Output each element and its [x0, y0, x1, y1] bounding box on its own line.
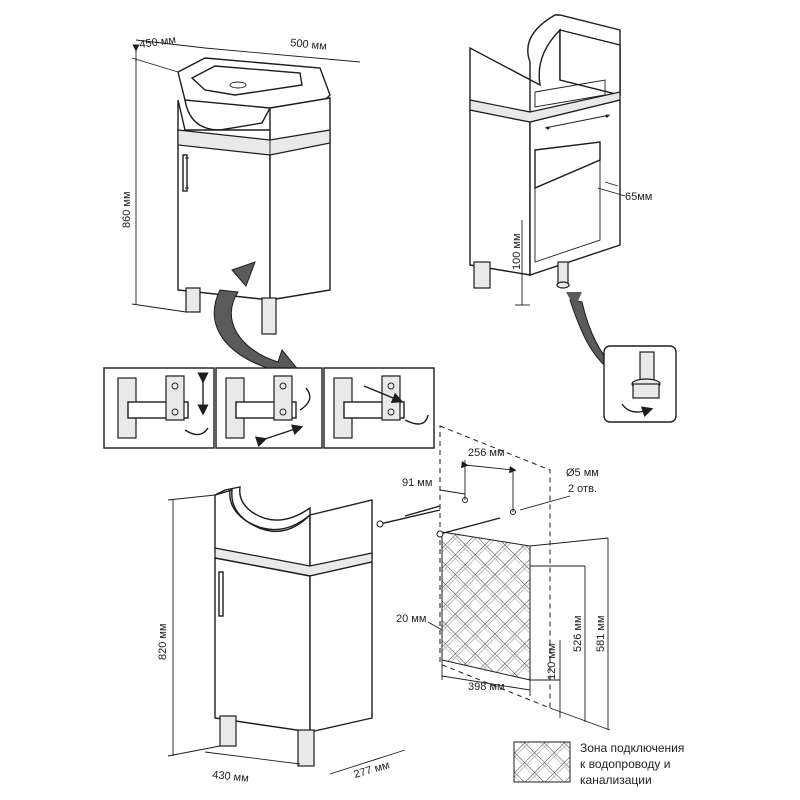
cabinet-with-sink-view — [131, 39, 361, 335]
frame-offset-label: 65мм — [625, 191, 652, 203]
legend-hatch-swatch — [513, 741, 571, 783]
legend-text-line-3: канализации — [580, 773, 652, 787]
top-cabinet-height-label: 860 мм — [121, 191, 133, 228]
zone-bottom-height-label: 120 мм — [546, 643, 558, 680]
bottom-cabinet-view — [167, 486, 406, 775]
hinge-step-1 — [103, 367, 215, 449]
bottom-cabinet-depth-label: 277 мм — [353, 759, 391, 781]
legend-text-line-2: к водопроводу и — [580, 757, 670, 771]
left-offset-label: 91 мм — [402, 477, 432, 489]
leg-detail-inset — [603, 345, 677, 423]
hinge-step-2 — [215, 367, 323, 449]
holes-height-label: 581 мм — [595, 615, 607, 652]
bottom-cabinet-height-label: 820 мм — [157, 623, 169, 660]
hole-count-label: 2 отв. — [568, 483, 597, 495]
hinge-step-3 — [323, 367, 435, 449]
legend: Зона подключения к водопроводу и канализ… — [513, 741, 684, 787]
legend-text-line-1: Зона подключения — [580, 741, 684, 755]
bottom-cabinet-width-label: 430 мм — [212, 769, 250, 785]
frame-view — [469, 14, 626, 306]
connection-zone-hatch — [441, 531, 531, 681]
top-cabinet-depth-label: 450 мм — [139, 34, 177, 51]
top-cabinet-width-label: 500 мм — [290, 37, 328, 53]
hole-diameter-label: Ø5 мм — [566, 467, 599, 479]
hole-spacing-label: 256 мм — [468, 447, 505, 459]
zone-width-label: 398 мм — [468, 681, 505, 693]
zone-top-height-label: 526 мм — [572, 615, 584, 652]
mounting-zone — [376, 425, 611, 731]
frame-leg-height-label: 100 мм — [511, 233, 523, 270]
zone-left-offset-label: 20 мм — [396, 613, 426, 625]
